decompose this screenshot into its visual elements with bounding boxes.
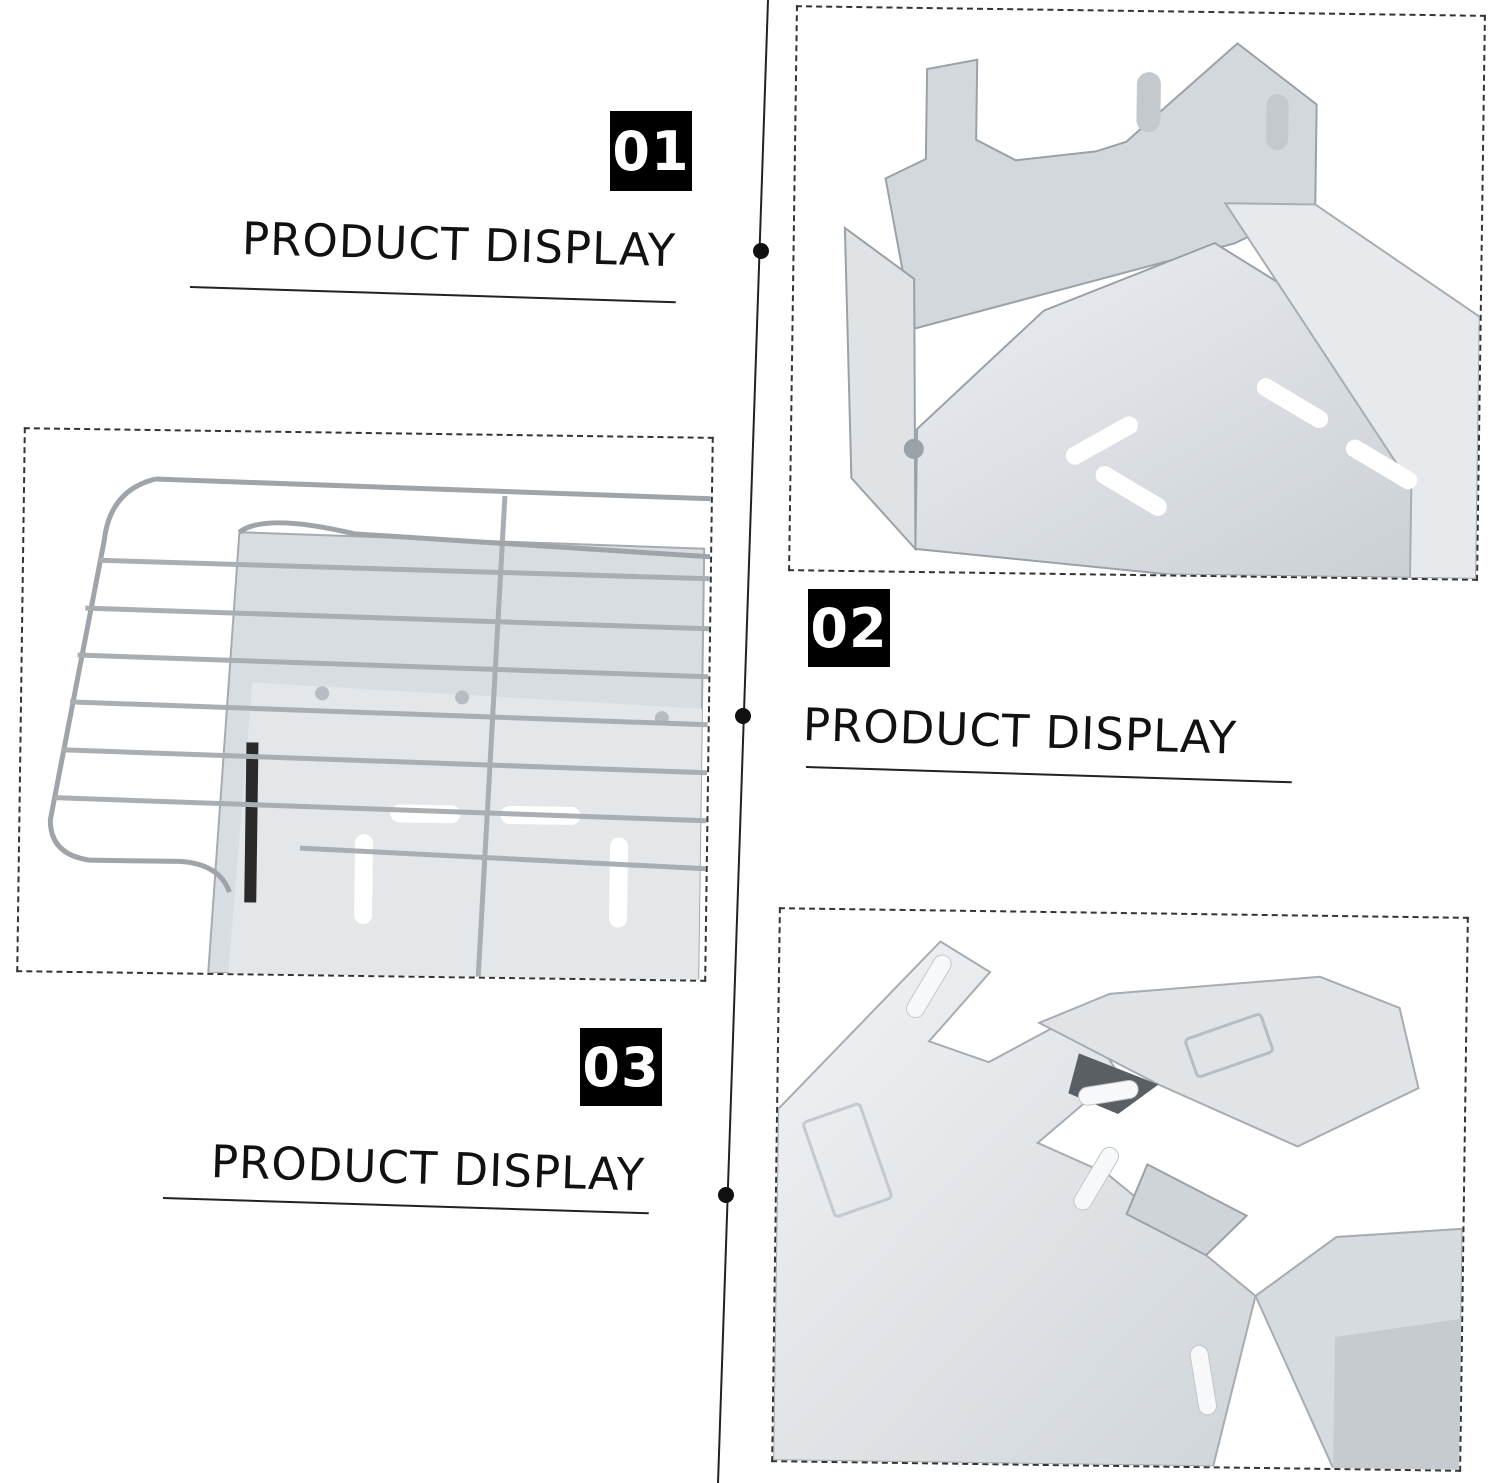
photo-frame-grill-grate xyxy=(16,427,714,982)
photo-frame-stove-folded xyxy=(771,907,1469,1472)
section-number-badge: 03 xyxy=(580,1028,662,1106)
stove-box-image xyxy=(843,42,1481,579)
divider-dot-2 xyxy=(735,708,751,724)
grill-grate-image xyxy=(47,476,711,980)
section-number-badge: 02 xyxy=(808,589,890,667)
divider-dot-3 xyxy=(718,1187,734,1203)
photo-frame-stove-open xyxy=(788,5,1486,581)
divider-dot-1 xyxy=(753,243,769,259)
section-number-badge: 01 xyxy=(610,111,692,191)
stove-folded-image xyxy=(773,940,1464,1470)
